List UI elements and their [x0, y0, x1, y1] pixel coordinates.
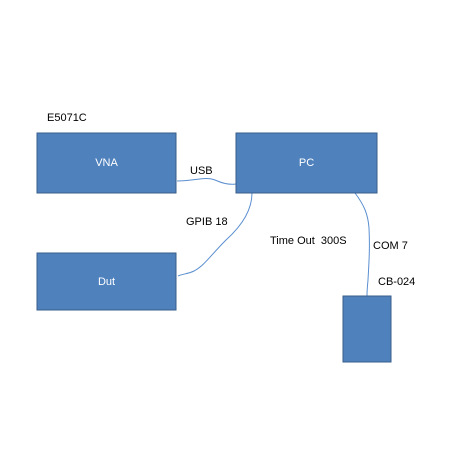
com-label: COM 7 — [373, 240, 408, 252]
usb-label: USB — [190, 165, 213, 177]
timeout-label: Time Out 300S — [270, 235, 347, 247]
controller-node[interactable] — [342, 295, 392, 363]
usb-connector — [176, 177, 237, 185]
dut-box — [36, 252, 177, 311]
controller-model-label: CB-024 — [378, 276, 415, 288]
controller-box — [342, 295, 392, 363]
vna-label: VNA — [95, 157, 118, 169]
dut-label: Dut — [98, 276, 115, 288]
pc-node[interactable]: PC — [235, 132, 378, 194]
gpib-connector — [177, 192, 253, 277]
dut-node[interactable]: Dut — [36, 252, 177, 311]
com-connector — [354, 192, 370, 297]
vna-model-label: E5071C — [47, 112, 87, 124]
vna-box — [36, 132, 177, 194]
pc-box — [235, 132, 378, 194]
gpib-label: GPIB 18 — [186, 216, 228, 228]
vna-node[interactable]: VNA — [36, 132, 177, 194]
pc-label: PC — [299, 157, 314, 169]
